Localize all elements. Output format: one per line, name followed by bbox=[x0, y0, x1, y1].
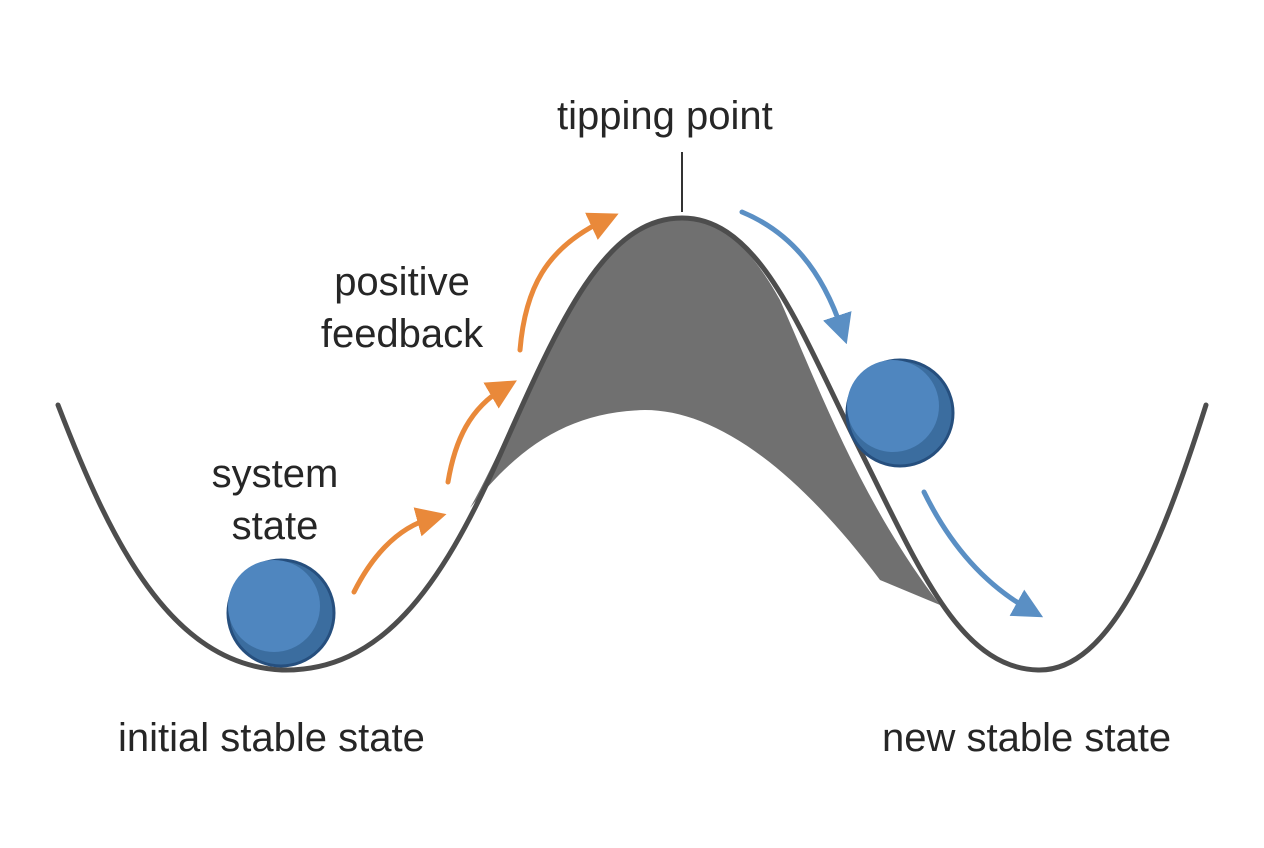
initial-stable-state-label: initial stable state bbox=[118, 716, 425, 760]
feedback-arrow-1 bbox=[351, 507, 447, 595]
descent-arrow-2 bbox=[921, 489, 1044, 618]
tipping-point-label: tipping point bbox=[557, 94, 773, 138]
system-state-label: system state bbox=[195, 448, 355, 552]
new-stable-state-label: new stable state bbox=[882, 716, 1172, 760]
positive-feedback-line-2: feedback bbox=[320, 312, 484, 356]
hill-shading bbox=[470, 218, 940, 605]
system-state-ball bbox=[226, 558, 336, 668]
positive-feedback-label: positive feedback bbox=[312, 256, 492, 360]
feedback-arrow-2 bbox=[445, 380, 517, 485]
tipped-ball bbox=[845, 358, 955, 468]
positive-feedback-line-1: positive bbox=[334, 260, 470, 304]
landscape-curve bbox=[55, 215, 1209, 673]
feedback-arrow-3 bbox=[517, 212, 619, 353]
system-state-line-1: system bbox=[211, 452, 339, 496]
descent-arrow-1 bbox=[739, 209, 852, 345]
system-state-line-2: state bbox=[231, 504, 319, 548]
